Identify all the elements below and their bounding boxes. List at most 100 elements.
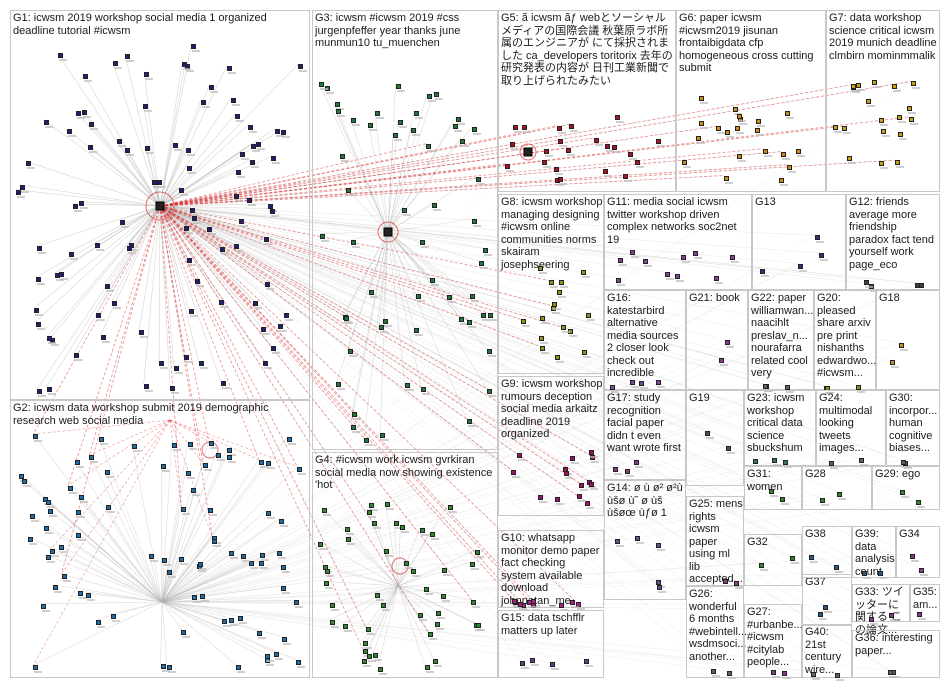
network-node[interactable] [768, 489, 774, 495]
network-node[interactable] [96, 619, 102, 625]
network-node[interactable] [350, 239, 356, 245]
network-node[interactable] [156, 180, 162, 186]
network-node[interactable] [429, 278, 435, 284]
network-node[interactable] [540, 315, 546, 321]
network-node[interactable] [145, 146, 151, 152]
network-node[interactable] [755, 128, 761, 134]
network-node[interactable] [881, 128, 887, 134]
network-node[interactable] [186, 166, 192, 172]
network-node[interactable] [383, 548, 389, 554]
network-node[interactable] [61, 574, 67, 580]
network-node[interactable] [247, 125, 253, 131]
network-node[interactable] [906, 106, 912, 112]
network-node[interactable] [345, 537, 351, 543]
network-node[interactable] [372, 521, 378, 527]
network-node[interactable] [264, 237, 270, 243]
network-node[interactable] [588, 482, 594, 488]
network-node[interactable] [538, 494, 544, 500]
network-node[interactable] [594, 137, 600, 143]
network-node[interactable] [28, 536, 34, 542]
network-node[interactable] [404, 561, 410, 567]
network-node[interactable] [185, 470, 191, 476]
network-node[interactable] [37, 389, 43, 395]
network-node[interactable] [116, 139, 122, 145]
network-node[interactable] [858, 458, 864, 464]
network-node[interactable] [369, 289, 375, 295]
network-node[interactable] [278, 518, 284, 524]
network-node[interactable] [476, 176, 482, 182]
network-node[interactable] [173, 366, 179, 372]
network-node[interactable] [570, 455, 576, 461]
network-node[interactable] [383, 318, 389, 324]
network-node[interactable] [345, 188, 351, 194]
network-node[interactable] [34, 307, 40, 313]
network-node[interactable] [432, 202, 438, 208]
network-node[interactable] [455, 116, 461, 122]
network-node[interactable] [509, 141, 515, 147]
network-node[interactable] [589, 450, 595, 456]
network-node[interactable] [698, 120, 704, 126]
network-node[interactable] [240, 152, 246, 158]
network-node[interactable] [901, 459, 907, 465]
network-node[interactable] [264, 281, 270, 287]
network-node[interactable] [380, 603, 386, 609]
network-node[interactable] [143, 104, 149, 110]
network-node[interactable] [402, 207, 408, 213]
network-node[interactable] [373, 653, 379, 659]
network-node[interactable] [469, 562, 475, 568]
network-node[interactable] [537, 266, 543, 272]
network-node[interactable] [763, 384, 769, 390]
network-node[interactable] [335, 109, 341, 115]
network-node[interactable] [57, 53, 63, 59]
network-node[interactable] [188, 309, 194, 315]
network-node[interactable] [569, 600, 575, 606]
network-node[interactable] [75, 533, 81, 539]
network-node[interactable] [894, 160, 900, 166]
network-node[interactable] [19, 184, 25, 190]
network-node[interactable] [74, 459, 80, 465]
network-node[interactable] [427, 631, 433, 637]
network-node[interactable] [846, 156, 852, 162]
network-node[interactable] [711, 669, 717, 675]
network-node[interactable] [369, 503, 375, 509]
network-node[interactable] [664, 272, 670, 278]
network-node[interactable] [856, 83, 862, 89]
network-node[interactable] [866, 99, 872, 105]
network-node[interactable] [585, 501, 591, 507]
network-node[interactable] [233, 244, 239, 250]
network-node[interactable] [366, 653, 372, 659]
network-node[interactable] [724, 130, 730, 136]
network-node[interactable] [855, 385, 861, 391]
network-node[interactable] [832, 125, 838, 131]
network-node[interactable] [435, 622, 441, 628]
network-node[interactable] [340, 153, 346, 159]
network-node[interactable] [758, 562, 764, 568]
network-node[interactable] [198, 562, 203, 568]
network-node[interactable] [420, 239, 426, 245]
network-node[interactable] [182, 61, 188, 67]
network-node[interactable] [612, 467, 618, 473]
network-node[interactable] [539, 346, 545, 352]
network-node[interactable] [94, 243, 100, 249]
network-node[interactable] [270, 208, 276, 214]
network-node[interactable] [635, 160, 641, 166]
network-node[interactable] [526, 599, 532, 605]
network-node[interactable] [89, 454, 95, 460]
network-node[interactable] [785, 110, 791, 116]
network-node[interactable] [230, 98, 236, 104]
network-node[interactable] [365, 627, 371, 633]
network-node[interactable] [521, 319, 527, 325]
network-node[interactable] [734, 126, 740, 132]
network-node[interactable] [159, 360, 165, 366]
network-node[interactable] [917, 611, 922, 617]
network-node[interactable] [472, 126, 478, 132]
network-node[interactable] [280, 586, 286, 592]
network-node[interactable] [819, 252, 825, 258]
network-node[interactable] [910, 553, 916, 559]
network-node[interactable] [556, 125, 562, 131]
network-node[interactable] [344, 315, 350, 321]
network-node[interactable] [105, 505, 111, 511]
network-node[interactable] [241, 553, 247, 559]
network-node[interactable] [569, 124, 575, 130]
network-node[interactable] [790, 555, 796, 561]
